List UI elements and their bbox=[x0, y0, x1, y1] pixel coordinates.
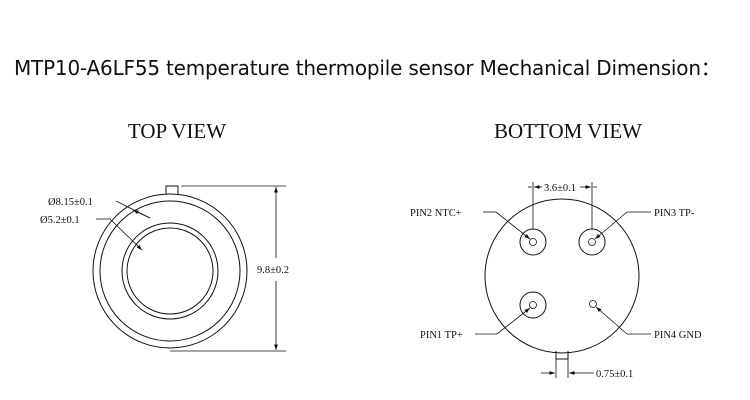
pin-spacing-label: 3.6±0.1 bbox=[544, 183, 576, 194]
pin2-label: PIN2 NTC+ bbox=[410, 208, 462, 219]
top-view-window-inner bbox=[126, 227, 214, 315]
pin1 bbox=[519, 291, 547, 319]
top-view-outer-circle bbox=[92, 193, 248, 349]
pin2 bbox=[519, 228, 547, 256]
page-title: MTP10-A6LF55 temperature thermopile sens… bbox=[14, 56, 721, 80]
bottom-view-tab bbox=[555, 351, 569, 360]
top-view: TOP VIEW Ø8.15±0.1 Ø5.2±0.1 9.8±0.2 bbox=[40, 119, 289, 352]
pin1-leader bbox=[496, 307, 531, 335]
pin4-leader bbox=[595, 306, 628, 335]
pin3-label: PIN3 TP- bbox=[654, 208, 695, 219]
bottom-view-body bbox=[484, 198, 640, 354]
pin4-label: PIN4 GND bbox=[654, 330, 702, 341]
bottom-view: BOTTOM VIEW 3.6±0.1 PIN2 NTC+ bbox=[410, 119, 702, 380]
tab-width-label: 0.75±0.1 bbox=[596, 369, 633, 380]
pin3 bbox=[578, 228, 606, 256]
pin2-leader bbox=[495, 211, 531, 240]
inner-dia-label: Ø5.2±0.1 bbox=[40, 215, 80, 226]
outer-dia-label: Ø8.15±0.1 bbox=[48, 197, 93, 208]
top-view-window-outer bbox=[121, 222, 219, 320]
top-view-tab bbox=[165, 185, 179, 194]
inner-dia-leader bbox=[109, 218, 143, 251]
height-label: 9.8±0.2 bbox=[257, 265, 289, 276]
top-view-heading: TOP VIEW bbox=[128, 119, 226, 143]
pin1-label: PIN1 TP+ bbox=[420, 330, 463, 341]
pin3-leader bbox=[594, 211, 628, 240]
top-view-ring bbox=[99, 200, 241, 342]
bottom-view-heading: BOTTOM VIEW bbox=[494, 119, 642, 143]
pin4 bbox=[589, 300, 597, 308]
